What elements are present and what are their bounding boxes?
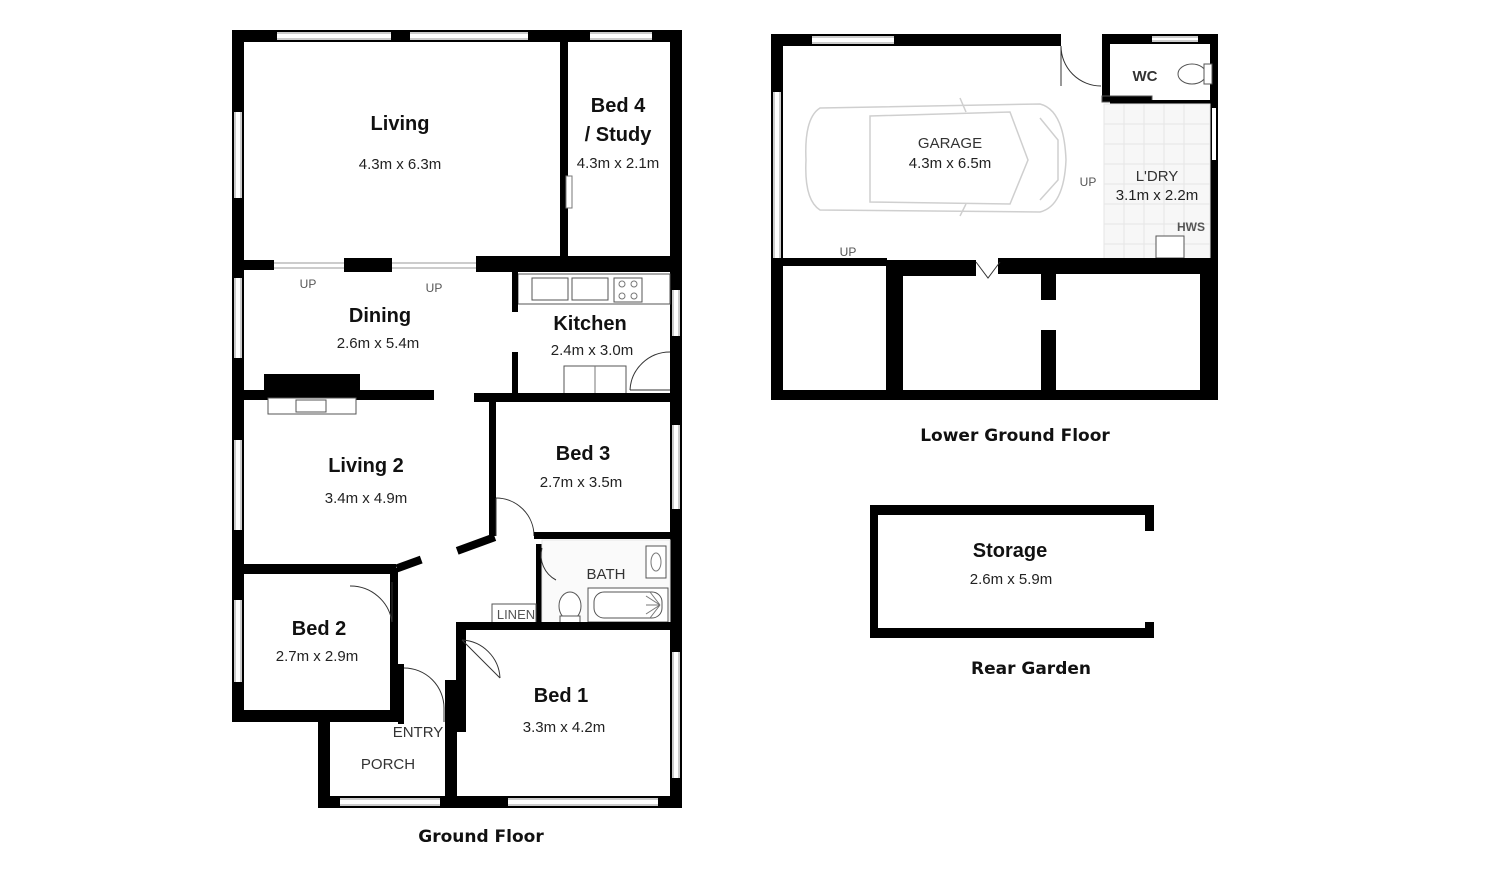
ground-floor-title: Ground Floor bbox=[418, 827, 544, 847]
bed3-label: Bed 3 bbox=[556, 443, 610, 465]
living2-label: Living 2 bbox=[328, 455, 404, 477]
lower-ground-floor-plan: UP UP GARAGE 4.3m x 6.5m WC L'DRY 3.1m x… bbox=[771, 34, 1218, 446]
kitchen-dims: 2.4m x 3.0m bbox=[551, 342, 634, 359]
car-outline bbox=[805, 97, 1067, 217]
dining-dims: 2.6m x 5.4m bbox=[337, 335, 420, 352]
laundry-dims: 3.1m x 2.2m bbox=[1116, 187, 1199, 204]
bath-label: BATH bbox=[587, 566, 626, 583]
garage-dims: 4.3m x 6.5m bbox=[909, 155, 992, 172]
bed3-dims: 2.7m x 3.5m bbox=[540, 474, 623, 491]
living-label: Living bbox=[371, 113, 430, 135]
entry-label: ENTRY bbox=[393, 724, 444, 741]
lower-ground-floor-title: Lower Ground Floor bbox=[920, 426, 1110, 446]
bed1-dims: 3.3m x 4.2m bbox=[523, 719, 606, 736]
living2-dims: 3.4m x 4.9m bbox=[325, 490, 408, 507]
up-marker-dining-left: UP bbox=[300, 277, 317, 291]
storage-label: Storage bbox=[973, 540, 1047, 562]
linen-label: LINEN bbox=[497, 607, 535, 622]
laundry-label: L'DRY bbox=[1136, 168, 1179, 185]
storage-dims: 2.6m x 5.9m bbox=[970, 571, 1053, 588]
bed4-label-line2: / Study bbox=[585, 124, 653, 146]
hws-label: HWS bbox=[1177, 220, 1205, 234]
kitchen-label: Kitchen bbox=[553, 313, 626, 335]
ground-floor-plan: Living 4.3m x 6.3m Bed 4 / Study 4.3m x … bbox=[232, 30, 682, 847]
bed2-dims: 2.7m x 2.9m bbox=[276, 648, 359, 665]
wc-label: WC bbox=[1133, 68, 1158, 85]
bed4-dims: 4.3m x 2.1m bbox=[577, 155, 660, 172]
rear-garden-title: Rear Garden bbox=[971, 659, 1091, 679]
bed4-label-line1: Bed 4 bbox=[591, 95, 646, 117]
storage-plan: Storage 2.6m x 5.9m Rear Garden bbox=[870, 505, 1154, 679]
garage-label: GARAGE bbox=[918, 135, 982, 152]
bed1-label: Bed 1 bbox=[534, 685, 588, 707]
up-marker-dining-right: UP bbox=[426, 281, 443, 295]
living-dims: 4.3m x 6.3m bbox=[359, 156, 442, 173]
dining-label: Dining bbox=[349, 305, 411, 327]
up-marker-garage: UP bbox=[1080, 175, 1097, 189]
bed2-label: Bed 2 bbox=[292, 618, 346, 640]
porch-label: PORCH bbox=[361, 756, 415, 773]
up-marker-lower: UP bbox=[840, 245, 857, 259]
